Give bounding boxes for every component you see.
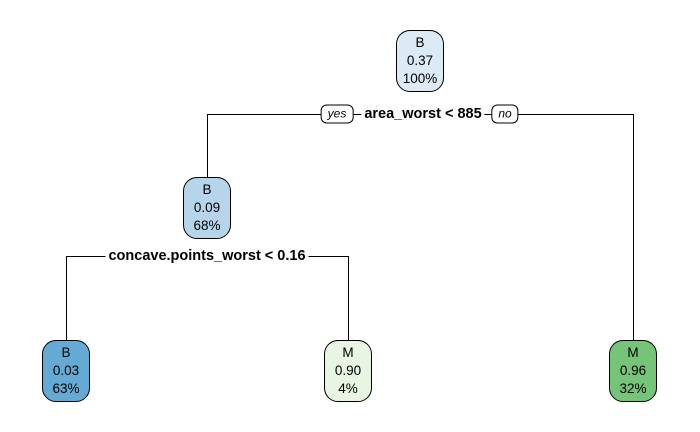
node-class-label: B — [415, 35, 425, 50]
tree-node-leaf-middle: M 0.90 4% — [324, 340, 372, 402]
tree-node-leaf-left: B 0.03 63% — [42, 340, 90, 402]
node-coverage: 100% — [402, 71, 438, 86]
node-class-label: M — [627, 345, 639, 360]
tree-node-internal-left: B 0.09 68% — [183, 177, 231, 239]
split-condition-area-worst: area_worst < 885 — [361, 105, 485, 123]
node-probability: 0.90 — [334, 363, 362, 378]
edge-split1-to-internal-left — [207, 114, 208, 177]
node-coverage: 32% — [619, 381, 647, 396]
node-coverage: 4% — [338, 381, 358, 396]
node-coverage: 63% — [52, 381, 80, 396]
tree-node-leaf-right: M 0.96 32% — [609, 340, 657, 402]
node-probability: 0.03 — [52, 363, 80, 378]
edge-split2-to-leaf-middle — [348, 256, 349, 340]
branch-label-yes: yes — [320, 104, 354, 124]
node-class-label: M — [342, 345, 354, 360]
node-coverage: 68% — [193, 218, 221, 233]
node-probability: 0.96 — [619, 363, 647, 378]
split-condition-concave-points-worst: concave.points_worst < 0.16 — [105, 247, 309, 265]
node-probability: 0.37 — [406, 53, 434, 68]
node-class-label: B — [61, 345, 71, 360]
edge-split2-to-leaf-left — [66, 256, 67, 340]
edge-split1-to-leaf-right — [633, 114, 634, 340]
branch-label-no: no — [491, 104, 519, 124]
tree-node-root: B 0.37 100% — [396, 30, 444, 92]
node-class-label: B — [202, 182, 212, 197]
node-probability: 0.09 — [193, 200, 221, 215]
